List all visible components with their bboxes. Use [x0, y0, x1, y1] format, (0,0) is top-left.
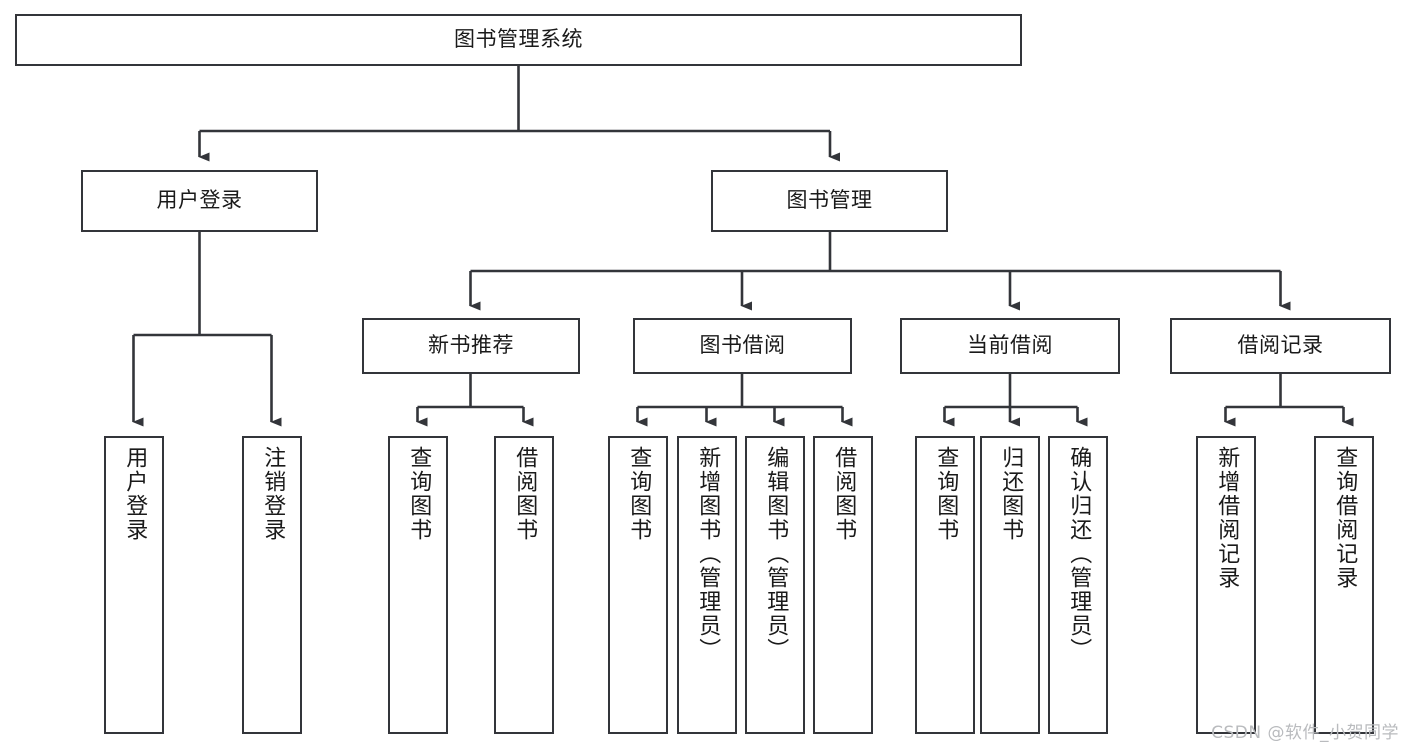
node-leaf-add-book-label: 新增图书（管理员）: [695, 446, 721, 662]
node-leaf-add-book[interactable]: 新增图书（管理员）: [677, 436, 737, 734]
node-borrow-record-label: 借阅记录: [1237, 333, 1324, 358]
node-leaf-query-book-3-label: 查询图书: [933, 446, 959, 542]
node-leaf-query-book-1-label: 查询图书: [406, 446, 432, 542]
node-book-manage[interactable]: 图书管理: [711, 170, 948, 232]
node-leaf-query-book-1[interactable]: 查询图书: [388, 436, 448, 734]
node-leaf-edit-book[interactable]: 编辑图书（管理员）: [745, 436, 805, 734]
node-leaf-borrow-book-1-label: 借阅图书: [512, 446, 538, 542]
node-user-login-label: 用户登录: [156, 188, 243, 213]
node-user-login[interactable]: 用户登录: [81, 170, 318, 232]
node-new-book-recommend[interactable]: 新书推荐: [362, 318, 580, 374]
node-book-manage-label: 图书管理: [786, 188, 873, 213]
node-leaf-borrow-book-2-label: 借阅图书: [831, 446, 857, 542]
node-leaf-borrow-book-2[interactable]: 借阅图书: [813, 436, 873, 734]
node-leaf-query-book-2-label: 查询图书: [626, 446, 652, 542]
node-borrow-record[interactable]: 借阅记录: [1170, 318, 1391, 374]
node-leaf-add-record-label: 新增借阅记录: [1214, 446, 1240, 590]
node-book-borrow[interactable]: 图书借阅: [633, 318, 852, 374]
node-leaf-user-login[interactable]: 用户登录: [104, 436, 164, 734]
node-leaf-logout-login-label: 注销登录: [260, 446, 286, 542]
node-root-label: 图书管理系统: [454, 27, 583, 52]
node-leaf-confirm-return-label: 确认归还（管理员）: [1066, 446, 1092, 662]
node-leaf-confirm-return[interactable]: 确认归还（管理员）: [1048, 436, 1108, 734]
node-leaf-add-record[interactable]: 新增借阅记录: [1196, 436, 1256, 734]
node-leaf-return-book-label: 归还图书: [998, 446, 1024, 542]
node-leaf-query-book-3[interactable]: 查询图书: [915, 436, 975, 734]
node-root[interactable]: 图书管理系统: [15, 14, 1022, 66]
node-leaf-query-record[interactable]: 查询借阅记录: [1314, 436, 1374, 734]
node-leaf-return-book[interactable]: 归还图书: [980, 436, 1040, 734]
node-leaf-query-book-2[interactable]: 查询图书: [608, 436, 668, 734]
node-leaf-edit-book-label: 编辑图书（管理员）: [763, 446, 789, 662]
node-leaf-borrow-book-1[interactable]: 借阅图书: [494, 436, 554, 734]
node-book-borrow-label: 图书借阅: [699, 333, 786, 358]
node-new-book-recommend-label: 新书推荐: [428, 333, 514, 358]
node-leaf-query-record-label: 查询借阅记录: [1332, 446, 1358, 590]
node-current-borrow-label: 当前借阅: [967, 333, 1053, 358]
node-leaf-user-login-label: 用户登录: [122, 446, 148, 542]
node-current-borrow[interactable]: 当前借阅: [900, 318, 1120, 374]
node-leaf-logout-login[interactable]: 注销登录: [242, 436, 302, 734]
